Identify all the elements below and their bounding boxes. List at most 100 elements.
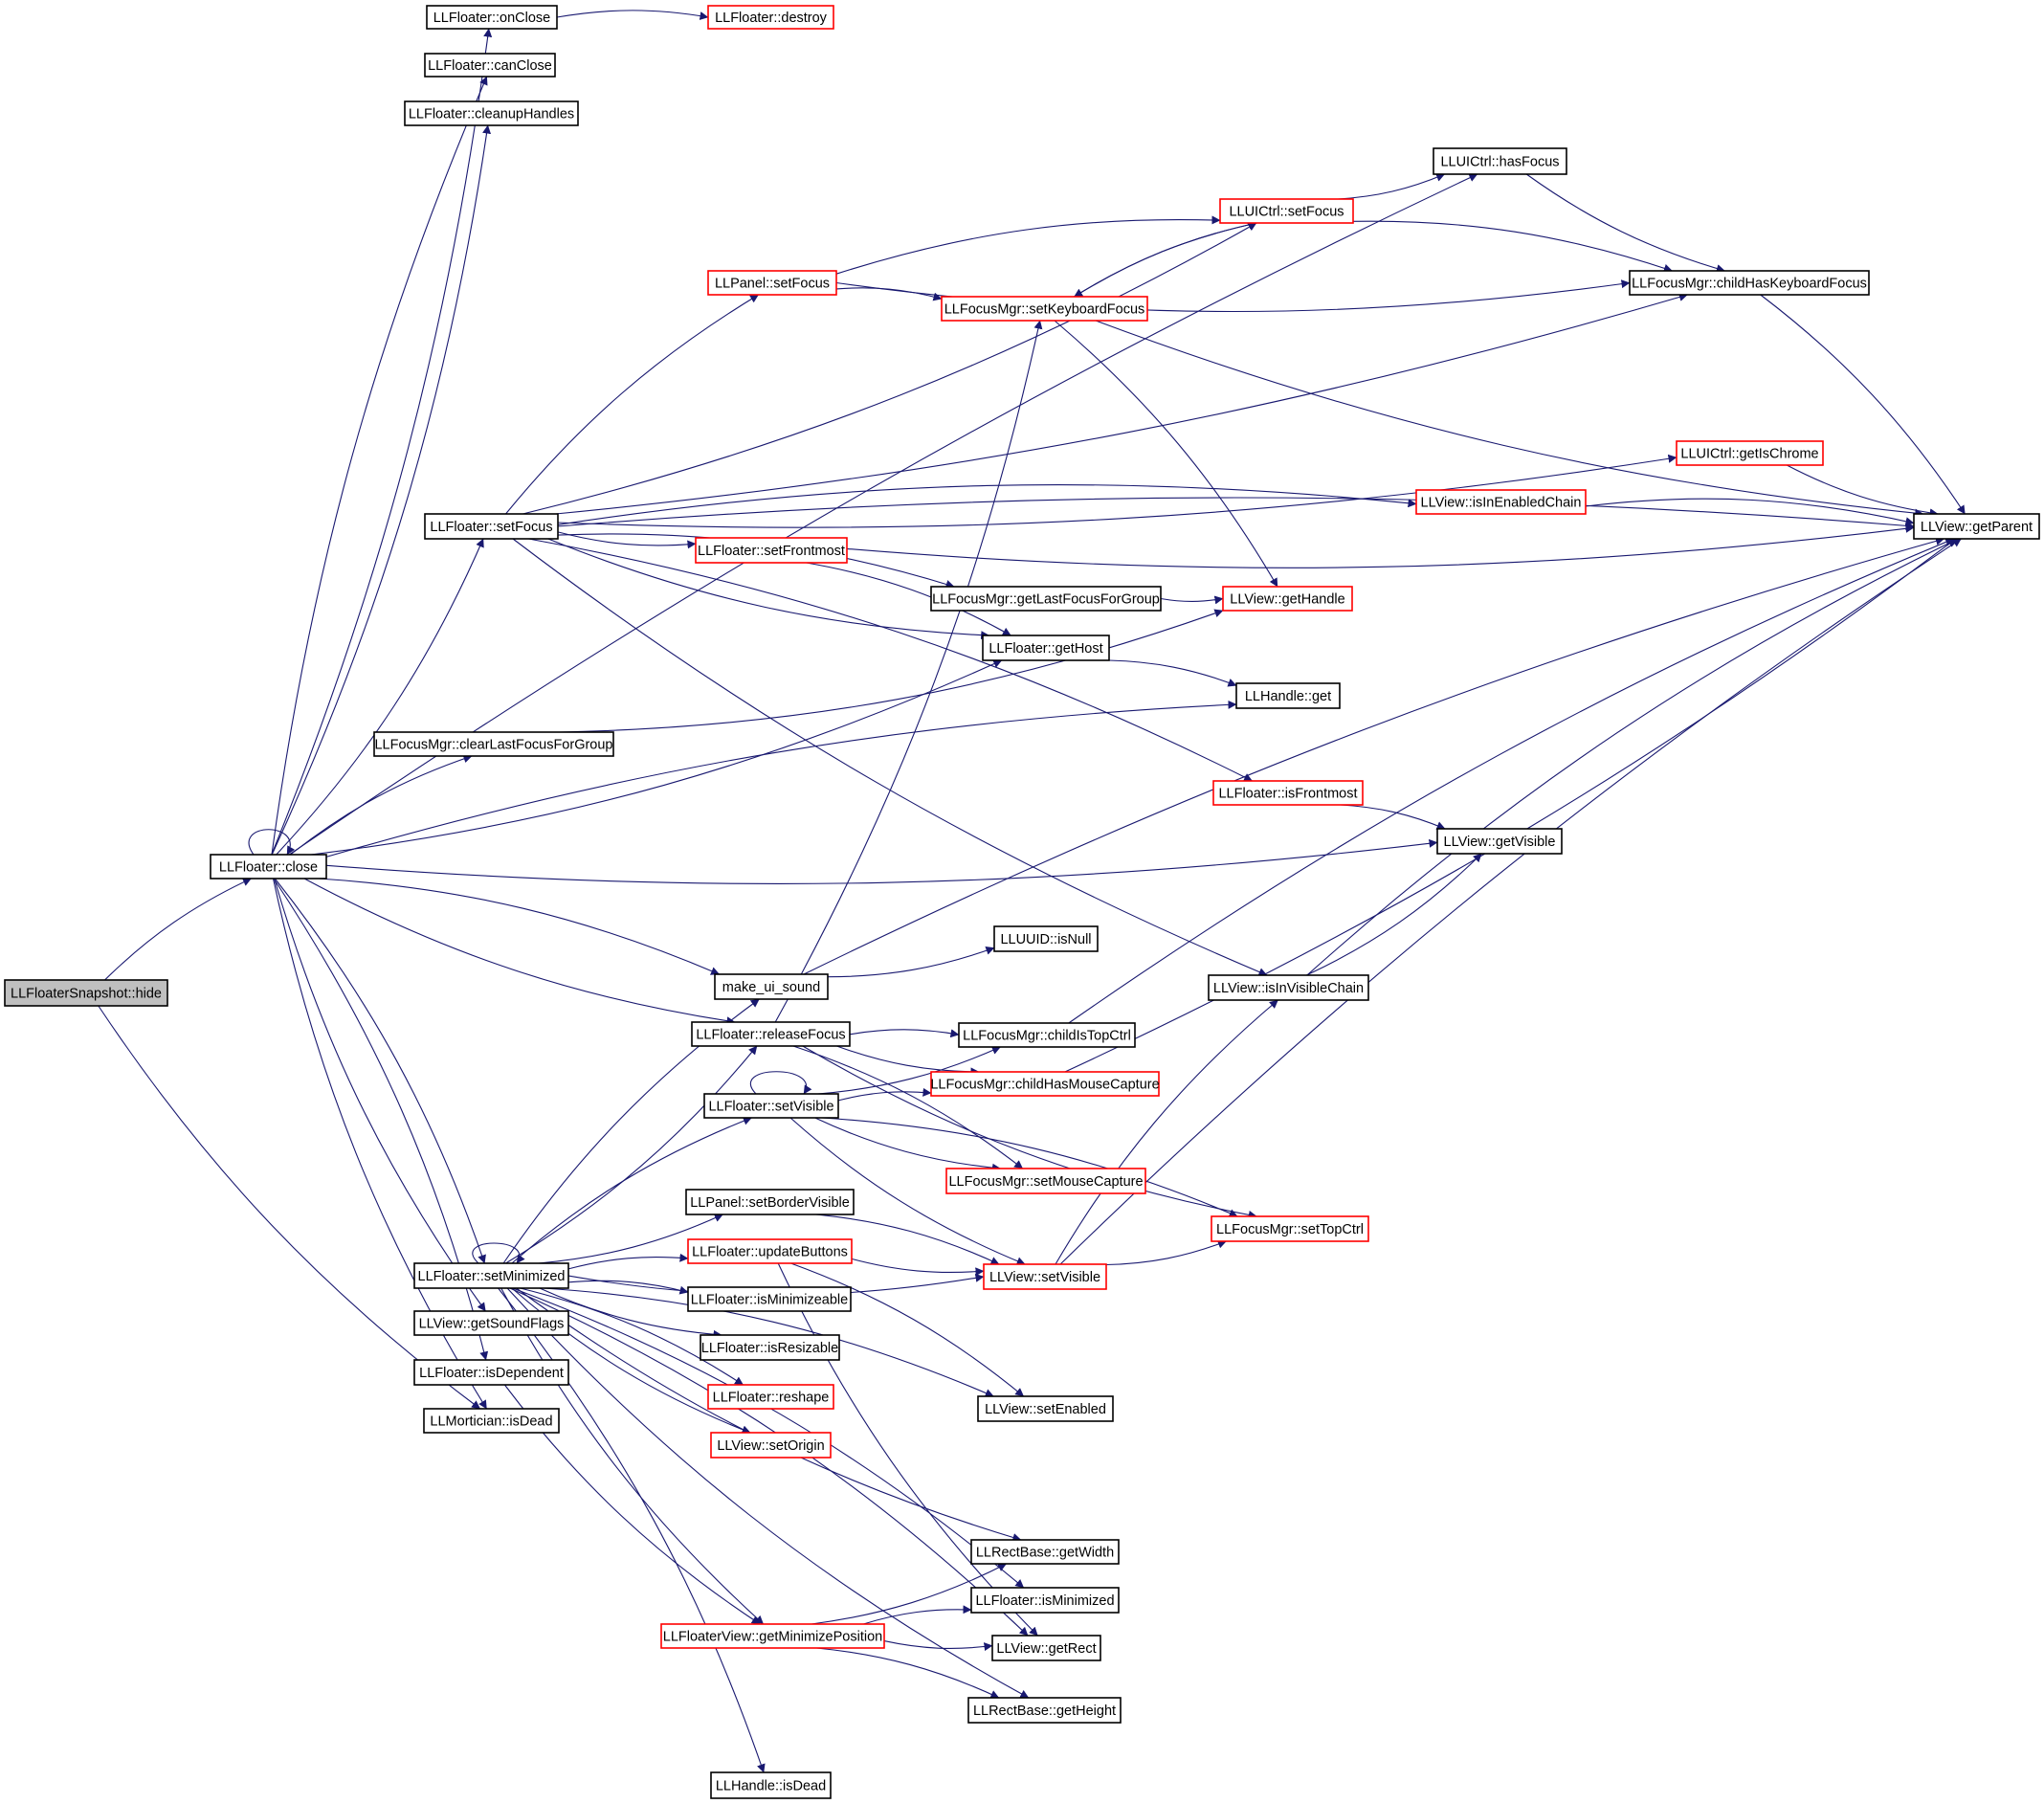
call-edge-viewSetVisible-to-setTopCtrl (1105, 1239, 1227, 1266)
call-edge-setKbdFocus-to-getParent (1095, 320, 1924, 518)
node-box (1629, 270, 1870, 296)
node-isDependent[interactable]: LLFloater::isDependent (413, 1359, 569, 1386)
node-makeUiSound[interactable]: make_ui_sound (714, 973, 829, 1000)
node-panelSetFocus[interactable]: LLPanel::setFocus (707, 270, 837, 296)
call-edge-releaseFocus-to-childHasMouse (836, 1045, 980, 1077)
call-edge-childIsTopCtrl-to-getParent (1068, 538, 1955, 1024)
call-edge-updateButtons-to-viewSetVisible (851, 1258, 985, 1277)
node-getSoundFlags[interactable]: LLView::getSoundFlags (413, 1310, 569, 1336)
node-reshape[interactable]: LLFloater::reshape (707, 1384, 834, 1410)
node-label: LLHandle::get (1245, 689, 1331, 704)
node-label: LLView::getRect (996, 1641, 1096, 1657)
node-onClose[interactable]: LLFloater::onClose (426, 5, 558, 30)
node-setTopCtrl[interactable]: LLFocusMgr::setTopCtrl (1211, 1215, 1369, 1242)
call-edge-setMinimized-to-handleIsDead (498, 1287, 766, 1773)
call-edge-floaterSetFocus-to-uiSetFocus (522, 222, 1257, 515)
node-label: make_ui_sound (722, 980, 820, 995)
node-label: LLFocusMgr::childIsTopCtrl (963, 1029, 1131, 1044)
call-edge-setMinimized-to-getWidth (516, 1287, 1022, 1542)
node-destroy[interactable]: LLFloater::destroy (707, 5, 834, 30)
node-box (424, 513, 559, 540)
call-edge-floaterSetVisible-to-viewSetVisible (789, 1117, 1026, 1265)
node-setMinimized[interactable]: LLFloater::setMinimized (413, 1262, 569, 1289)
node-setEnabled[interactable]: LLView::setEnabled (977, 1395, 1114, 1422)
node-box (687, 1286, 852, 1312)
node-uiSetFocus[interactable]: LLUICtrl::setFocus (1219, 198, 1354, 224)
call-edge-close-to-isDead (272, 878, 487, 1410)
node-floaterSetFocus[interactable]: LLFloater::setFocus (424, 513, 559, 540)
node-label: LLFloater::isMinimized (975, 1593, 1114, 1609)
node-isMinimizeable[interactable]: LLFloater::isMinimizeable (687, 1286, 852, 1312)
call-edge-setMinimized-to-releaseFocus (505, 1045, 758, 1264)
node-setOrigin[interactable]: LLView::setOrigin (710, 1432, 832, 1459)
node-box (970, 1539, 1120, 1565)
node-label: LLFocusMgr::setTopCtrl (1216, 1222, 1364, 1237)
node-getVisible[interactable]: LLView::getVisible (1436, 828, 1563, 855)
call-edge-close-to-close (248, 829, 296, 856)
node-hasFocus[interactable]: LLUICtrl::hasFocus (1433, 147, 1567, 175)
node-label: LLFocusMgr::childHasMouseCapture (930, 1078, 1159, 1093)
node-box (714, 973, 829, 1000)
node-label: LLFloater::setVisible (708, 1100, 833, 1115)
call-edge-floaterSetFocus-to-getParent (557, 497, 1915, 530)
call-edge-setMinimized-to-updateButtons (567, 1253, 689, 1270)
node-getWidth[interactable]: LLRectBase::getWidth (970, 1539, 1120, 1565)
node-getHost[interactable]: LLFloater::getHost (982, 635, 1110, 661)
node-isResizable[interactable]: LLFloater::isResizable (700, 1334, 840, 1361)
node-setFrontmost[interactable]: LLFloater::setFrontmost (695, 537, 848, 564)
node-getMinPos[interactable]: LLFloaterView::getMinimizePosition (660, 1623, 885, 1649)
call-edge-close-to-makeUiSound (318, 878, 721, 975)
node-label: LLUICtrl::getIsChrome (1680, 447, 1818, 462)
call-edge-close-to-onClose (271, 28, 493, 856)
call-edge-updateButtons-to-setEnabled (790, 1262, 1025, 1397)
call-edge-close-to-clearLastFocus (290, 754, 473, 856)
call-edge-getMinPos-to-getRect (883, 1640, 993, 1652)
node-isInEnabledChain[interactable]: LLView::isInEnabledChain (1415, 489, 1587, 515)
node-setKbdFocus[interactable]: LLFocusMgr::setKeyboardFocus (941, 296, 1148, 322)
node-getHandle[interactable]: LLView::getHandle (1222, 586, 1353, 612)
node-getRect[interactable]: LLView::getRect (991, 1635, 1101, 1661)
node-isFrontmost[interactable]: LLFloater::isFrontmost (1212, 780, 1364, 806)
node-box (993, 925, 1099, 952)
node-box (703, 1093, 839, 1119)
node-canClose[interactable]: LLFloater::canClose (424, 53, 556, 78)
node-childIsTopCtrl[interactable]: LLFocusMgr::childIsTopCtrl (958, 1022, 1136, 1048)
call-edge-close-to-releaseFocus (303, 878, 736, 1026)
call-edge-setMinimized-to-getMinPos (500, 1287, 765, 1625)
node-box (1219, 198, 1354, 224)
node-label: LLUUID::isNull (1000, 932, 1091, 947)
call-edge-uiSetFocus-to-setKbdFocus (1074, 222, 1257, 298)
node-isNull[interactable]: LLUUID::isNull (993, 925, 1099, 952)
node-hide[interactable]: LLFloaterSnapshot::hide (4, 979, 168, 1007)
call-edge-uiSetFocus-to-childHasKbd (1352, 220, 1673, 273)
node-childHasMouse[interactable]: LLFocusMgr::childHasMouseCapture (930, 1071, 1160, 1097)
node-cleanupHandles[interactable]: LLFloater::cleanupHandles (404, 100, 579, 126)
node-viewSetVisible[interactable]: LLView::setVisible (983, 1263, 1107, 1290)
node-box (413, 1262, 569, 1289)
node-handleIsDead[interactable]: LLHandle::isDead (710, 1771, 832, 1799)
call-edges (98, 10, 1966, 1773)
call-edge-releaseFocus-to-childIsTopCtrl (849, 1029, 960, 1038)
node-getIsChrome[interactable]: LLUICtrl::getIsChrome (1676, 440, 1824, 466)
call-edge-close-to-setMinimized (274, 878, 486, 1264)
node-getLastFocus[interactable]: LLFocusMgr::getLastFocusForGroup (930, 586, 1162, 612)
node-handleGet[interactable]: LLHandle::get (1235, 682, 1341, 709)
node-isDead[interactable]: LLMortician::isDead (423, 1408, 560, 1434)
node-isMinimized[interactable]: LLFloater::isMinimized (970, 1587, 1120, 1614)
node-updateButtons[interactable]: LLFloater::updateButtons (687, 1238, 853, 1264)
node-box (930, 1071, 1160, 1097)
node-getParent[interactable]: LLView::getParent (1913, 513, 2040, 540)
node-label: LLMortician::isDead (430, 1414, 552, 1430)
node-setBorderVisible[interactable]: LLPanel::setBorderVisible (685, 1189, 855, 1215)
node-floaterSetVisible[interactable]: LLFloater::setVisible (703, 1093, 839, 1119)
node-isInVisibleChain[interactable]: LLView::isInVisibleChain (1208, 974, 1369, 1001)
node-releaseFocus[interactable]: LLFloater::releaseFocus (691, 1021, 851, 1047)
node-setMouseCapture[interactable]: LLFocusMgr::setMouseCapture (945, 1168, 1146, 1194)
node-box (700, 1334, 840, 1361)
node-label: LLFocusMgr::getLastFocusForGroup (932, 592, 1160, 608)
node-clearLastFocus[interactable]: LLFocusMgr::clearLastFocusForGroup (373, 731, 614, 757)
node-label: LLHandle::isDead (716, 1779, 826, 1794)
node-close[interactable]: LLFloater::close (210, 854, 327, 880)
node-childHasKbd[interactable]: LLFocusMgr::childHasKeyboardFocus (1629, 270, 1870, 296)
node-getHeight[interactable]: LLRectBase::getHeight (967, 1697, 1122, 1724)
